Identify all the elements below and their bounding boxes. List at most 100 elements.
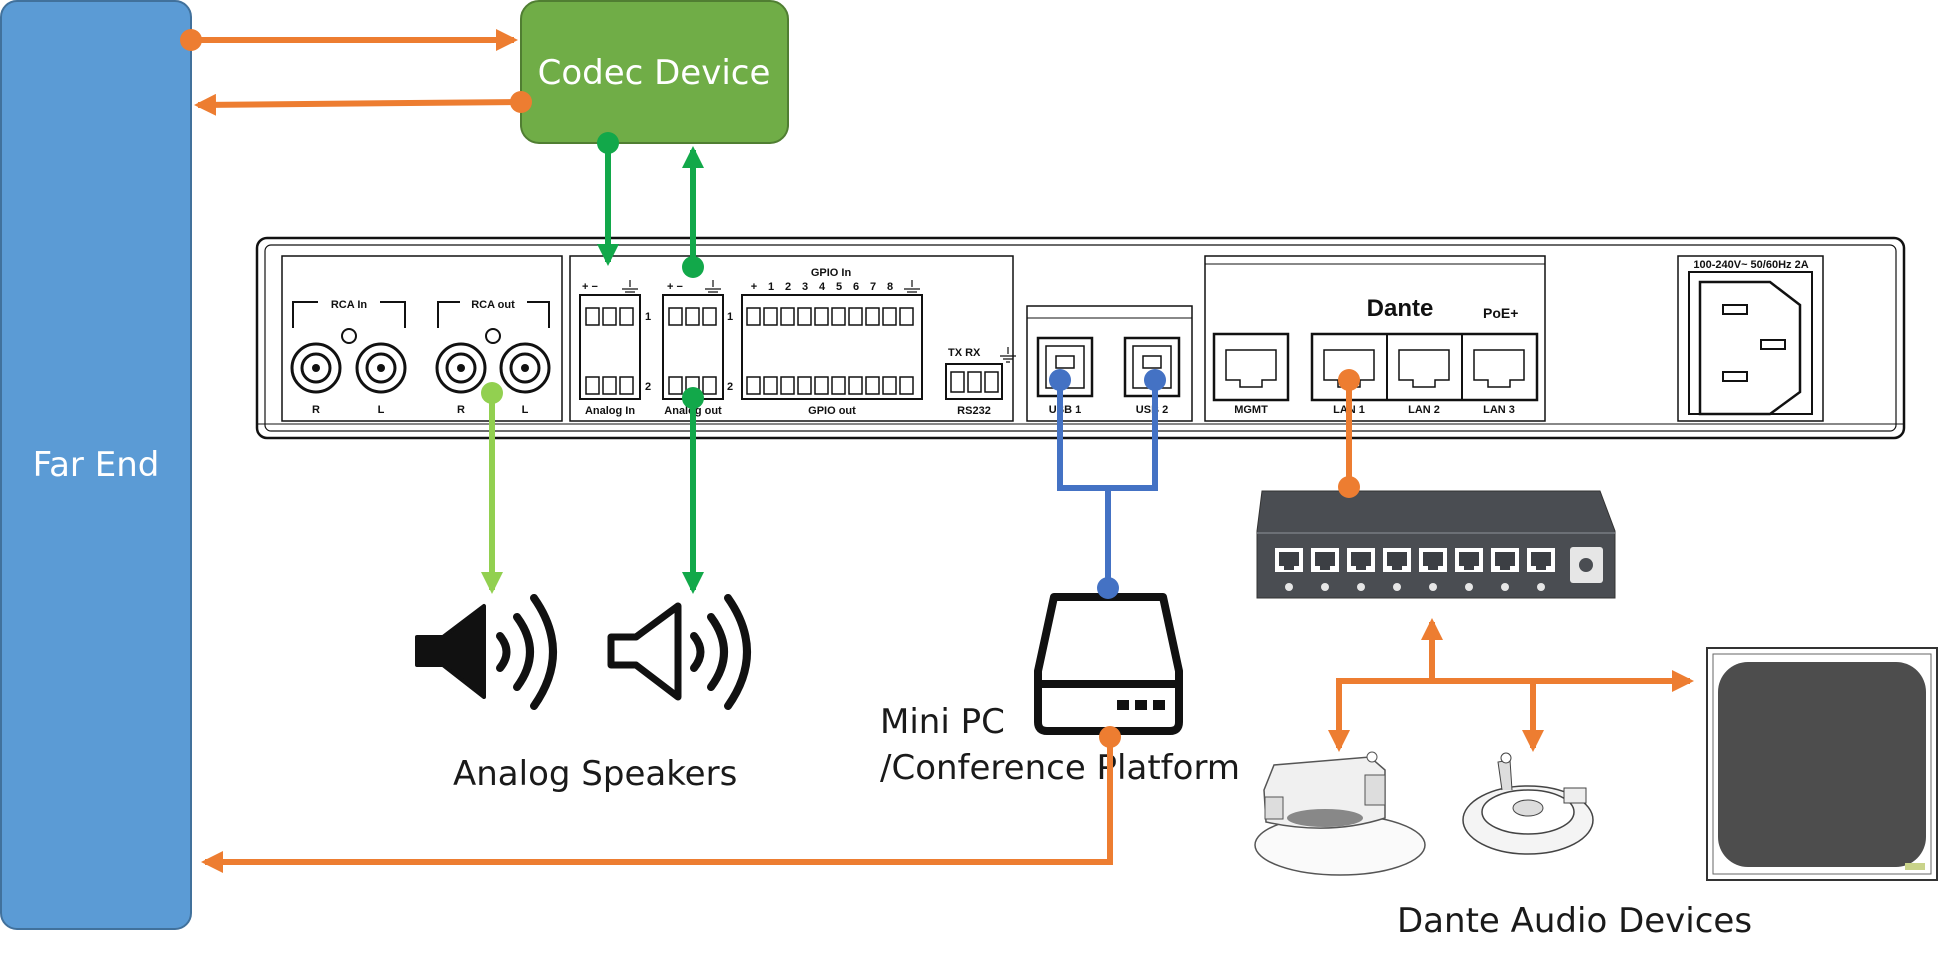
- rs232-terminal: TX RX RS232: [945, 347, 1016, 417]
- gpio-in-pin: [746, 307, 761, 326]
- far-end-label: Far End: [33, 445, 160, 485]
- analog-out-ground-icon: [705, 280, 721, 296]
- gpio-in-pin: [814, 307, 829, 326]
- analog-out-ch1: 1: [727, 311, 733, 323]
- poe-label: PoE+: [1483, 305, 1518, 321]
- analog-gpio-section: + − 1 2 Analog In + −: [569, 255, 1016, 422]
- mini-pc-to-far-end-link: [201, 726, 1121, 873]
- device-rear-panel: RCA In RCA out R L R L + −: [255, 236, 1906, 440]
- gpio-in-pin: [763, 307, 778, 326]
- power-rating-label: 100-240V~ 50/60Hz 2A: [1693, 259, 1808, 271]
- switch-port-socket: [1531, 552, 1551, 570]
- codec-device-node: Codec Device: [520, 0, 789, 144]
- gpio-pin-number: 8: [887, 281, 893, 293]
- mini-pc-label-line2: /Conference Platform: [880, 748, 1240, 788]
- lan-2-label: LAN 2: [1408, 404, 1440, 416]
- rca-out-label: RCA out: [471, 299, 515, 311]
- gpio-out-pin: [865, 376, 880, 395]
- gpio-pin-number: 5: [836, 281, 842, 293]
- gpio-ground-icon: [904, 280, 920, 296]
- rca-out-l-jack: [499, 342, 551, 394]
- switch-port-led: [1537, 583, 1545, 591]
- lan-1-port: [1323, 349, 1375, 388]
- gpio-pin-number: 6: [853, 281, 859, 293]
- network-switch-icon: [1256, 490, 1616, 599]
- switch-port-socket: [1279, 552, 1299, 570]
- gpio-in-pin: [848, 307, 863, 326]
- analog-in-terminal: + − 1 2 Analog In: [579, 281, 651, 417]
- rca-section: RCA In RCA out R L R L: [281, 255, 563, 422]
- switch-port-led: [1501, 583, 1509, 591]
- switch-ports: [1275, 548, 1555, 591]
- analog-speaker-filled-icon: [415, 594, 557, 710]
- analog-speakers-label: Analog Speakers: [453, 754, 737, 794]
- rca-in-r-jack: [290, 342, 342, 394]
- gpio-out-pin: [882, 376, 897, 395]
- analog-speaker-outline-icon: [607, 594, 751, 710]
- switch-port-socket: [1387, 552, 1407, 570]
- gpio-out-pin: [814, 376, 829, 395]
- gpio-in-pin: [797, 307, 812, 326]
- gpio-in-pin: [831, 307, 846, 326]
- ceiling-speaker-1-icon: [1254, 751, 1426, 876]
- rca-out-r-label: R: [457, 404, 465, 416]
- rca-in-label: RCA In: [331, 299, 368, 311]
- switch-port-led: [1393, 583, 1401, 591]
- gpio-in-pin: [865, 307, 880, 326]
- gpio-pin-number: 1: [768, 281, 774, 293]
- analog-in-ch1: 1: [645, 311, 651, 323]
- network-section: Dante PoE+ MGMT LAN 1 LAN 2 LAN 3: [1204, 255, 1546, 422]
- analog-in-label: Analog In: [585, 405, 635, 417]
- gpio-pin-number: 2: [785, 281, 791, 293]
- rca-out-l-label: L: [522, 404, 529, 416]
- usb-1-label: USB 1: [1049, 404, 1081, 416]
- gpio-pins: [746, 307, 914, 395]
- codec-to-far-end-link: [194, 91, 532, 116]
- gpio-pin-number: +: [751, 281, 757, 293]
- rca-out-to-speaker-link: [481, 382, 503, 594]
- gpio-out-pin: [848, 376, 863, 395]
- analog-in-polarity: + −: [582, 281, 598, 293]
- usb-to-mini-pc-link: [1049, 369, 1166, 599]
- gpio-in-label: GPIO In: [811, 267, 852, 279]
- switch-port-socket: [1315, 552, 1335, 570]
- switch-to-dante-devices-link: [1328, 618, 1694, 752]
- far-end-node: Far End: [0, 0, 192, 930]
- switch-port-socket: [1495, 552, 1515, 570]
- gpio-out-label: GPIO out: [808, 405, 856, 417]
- switch-port-led: [1465, 583, 1473, 591]
- gpio-pin-number: 7: [870, 281, 876, 293]
- gpio-pin-number: 4: [819, 281, 826, 293]
- analog-out-ch2: 2: [727, 381, 733, 393]
- mini-pc-label-line1: Mini PC: [880, 702, 1005, 742]
- dante-logo: Dante: [1367, 295, 1434, 322]
- lan-3-port: [1473, 349, 1525, 388]
- lan-2-port: [1398, 349, 1450, 388]
- switch-port-led: [1321, 583, 1329, 591]
- analog-out-terminal: + − 1 2 Analog out: [662, 281, 733, 417]
- rs232-label: RS232: [957, 405, 991, 417]
- power-section: 100-240V~ 50/60Hz 2A: [1677, 255, 1824, 422]
- analog-out-to-speaker-link: [682, 387, 704, 594]
- analog-out-to-codec-link: [682, 146, 704, 278]
- analog-out-polarity: + −: [667, 281, 683, 293]
- mini-pc-icon: [1034, 593, 1183, 735]
- gpio-out-pin: [831, 376, 846, 395]
- switch-port-socket: [1351, 552, 1371, 570]
- switch-port-led: [1429, 583, 1437, 591]
- far-end-to-codec-link: [180, 29, 518, 51]
- analog-in-ground-icon: [622, 280, 638, 296]
- rca-in-l-jack: [355, 342, 407, 394]
- codec-to-analog-in-link: [597, 132, 619, 266]
- gpio-out-pin: [797, 376, 812, 395]
- switch-port-led: [1285, 583, 1293, 591]
- gpio-pin-number: 3: [802, 281, 808, 293]
- gpio-out-pin: [763, 376, 778, 395]
- rca-in-l-label: L: [378, 404, 385, 416]
- switch-port-led: [1357, 583, 1365, 591]
- gpio-in-pin: [899, 307, 914, 326]
- ceiling-panel-speaker-icon: [1706, 647, 1938, 881]
- rs232-tx-rx-label: TX RX: [948, 347, 981, 359]
